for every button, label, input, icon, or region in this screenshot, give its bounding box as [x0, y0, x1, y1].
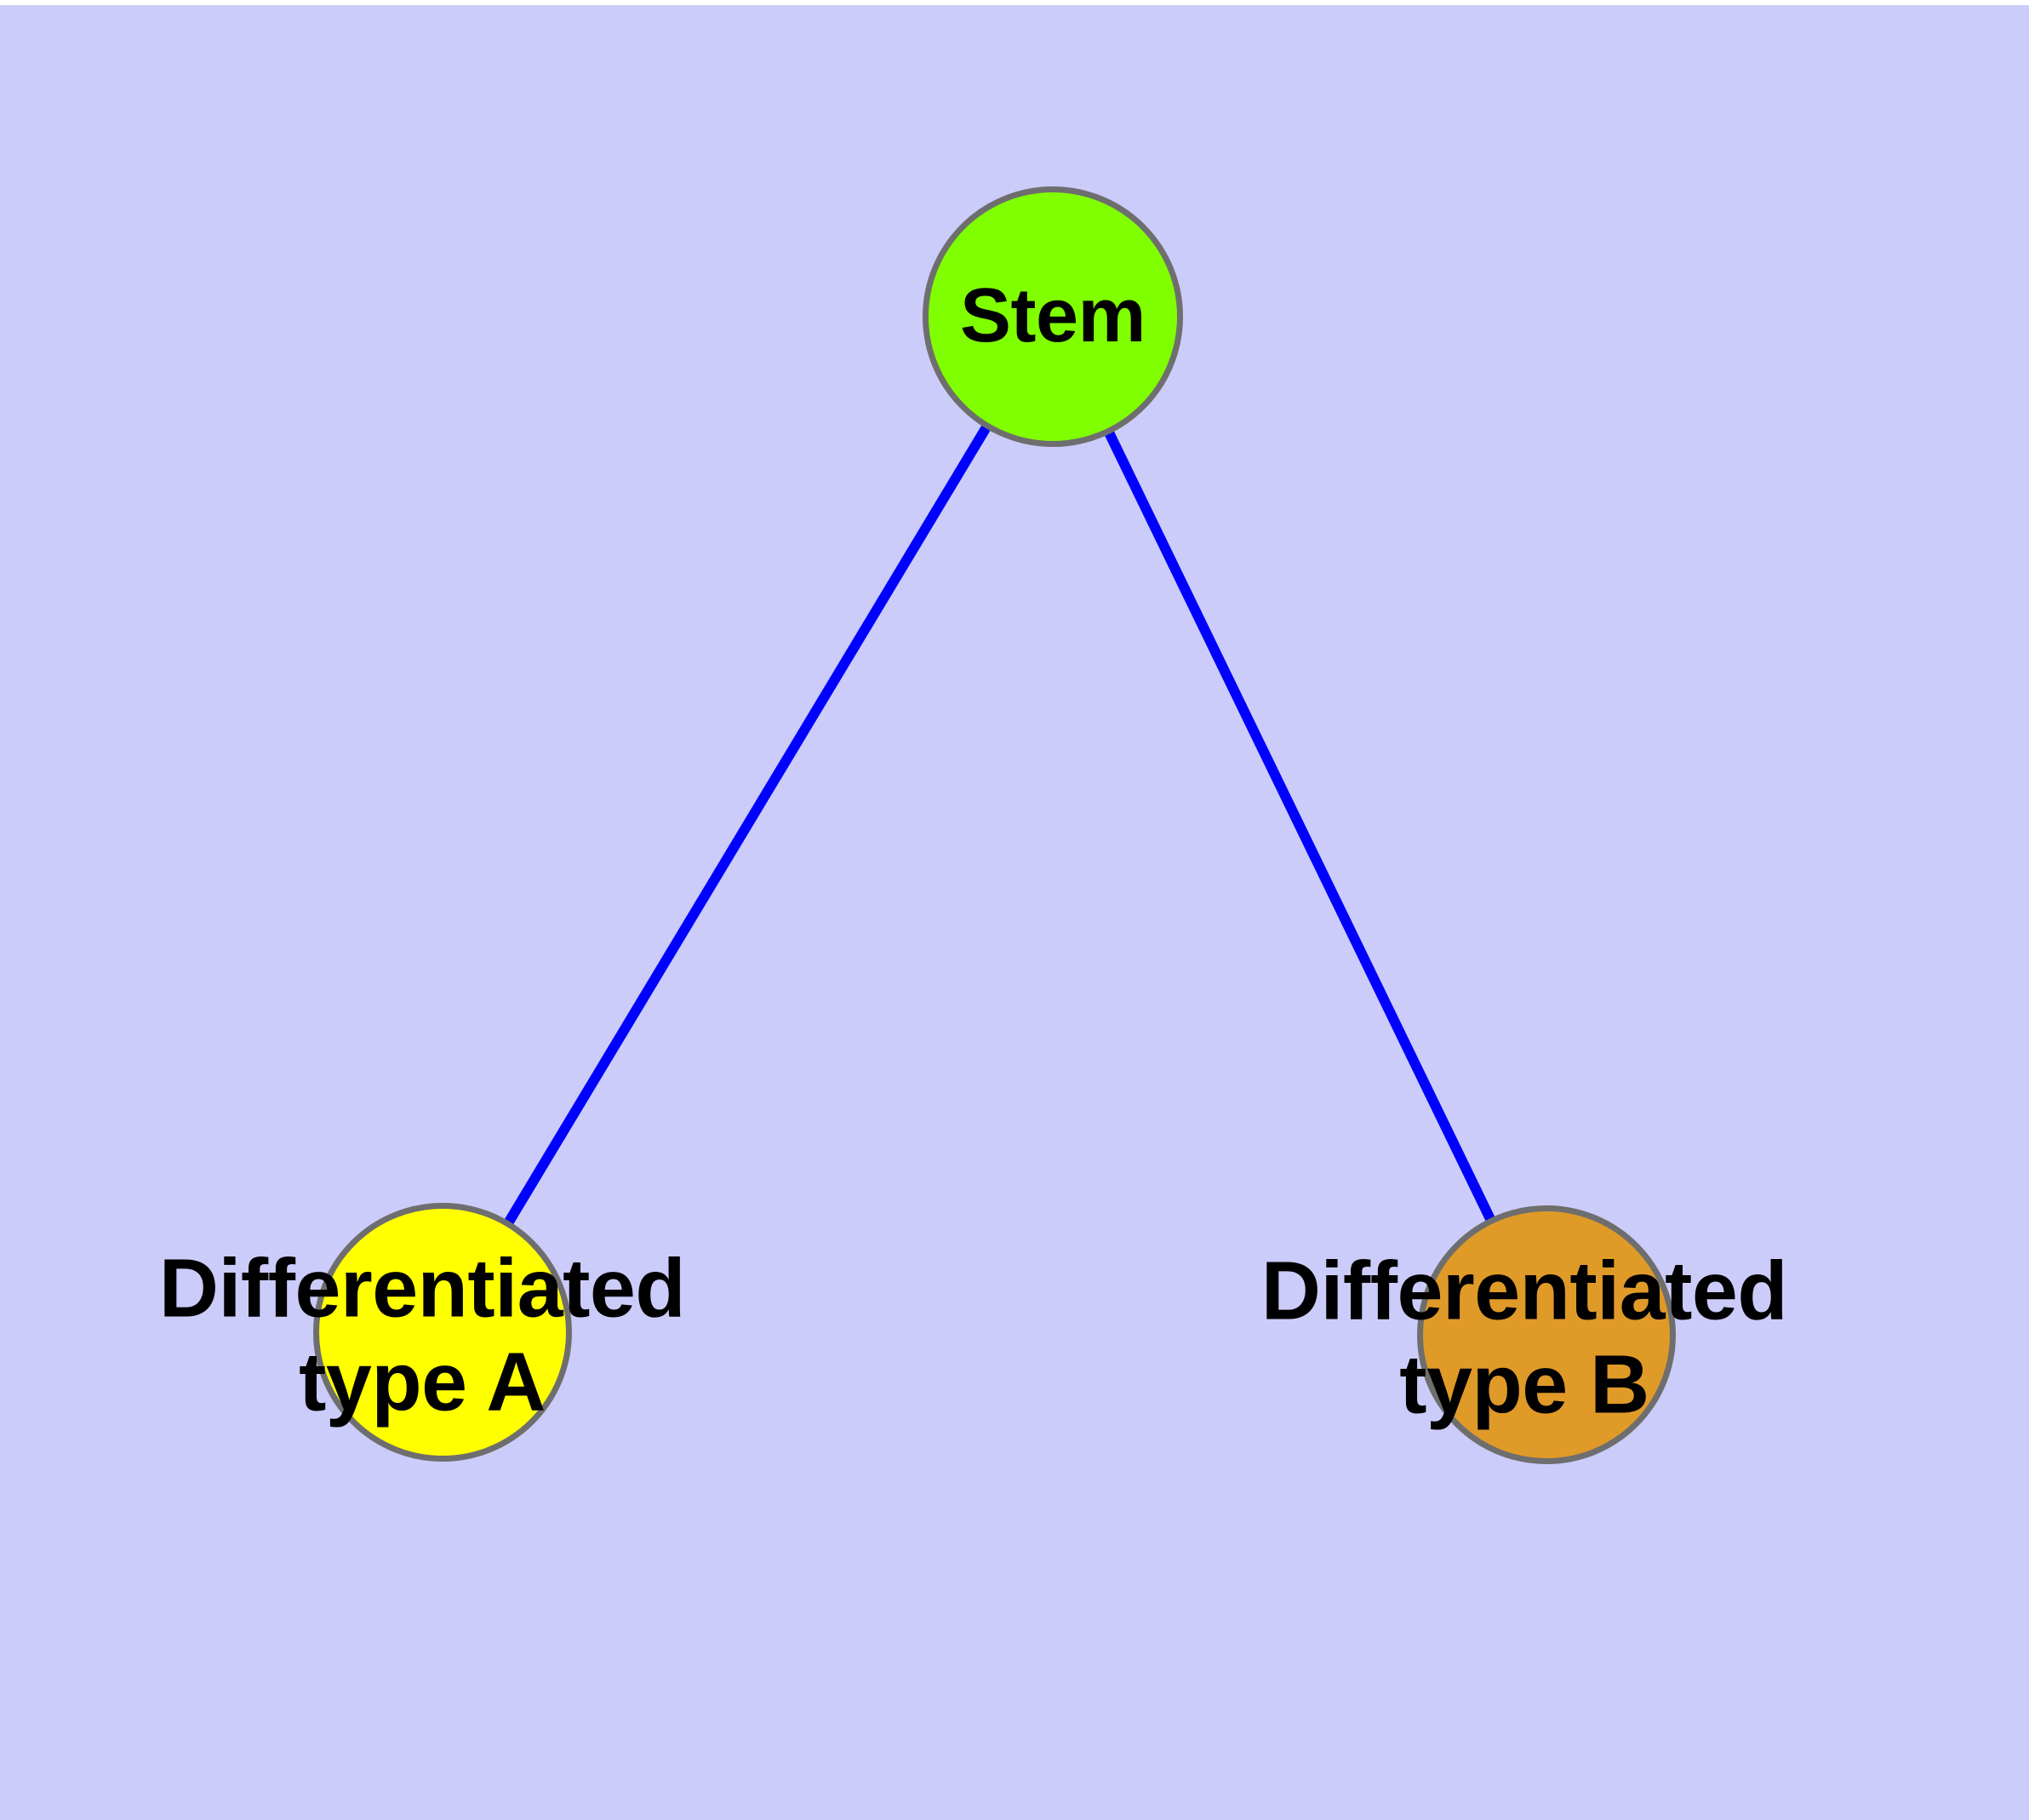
node-layer [313, 186, 1676, 1464]
edge-stem-to-diff-b[interactable] [1104, 429, 1496, 1223]
node-diff-b[interactable] [1417, 1205, 1676, 1464]
node-diff-a[interactable] [313, 1203, 572, 1462]
edge-layer [503, 423, 1496, 1227]
node-stem[interactable] [923, 186, 1183, 447]
edge-stem-to-diff-a[interactable] [503, 423, 992, 1227]
